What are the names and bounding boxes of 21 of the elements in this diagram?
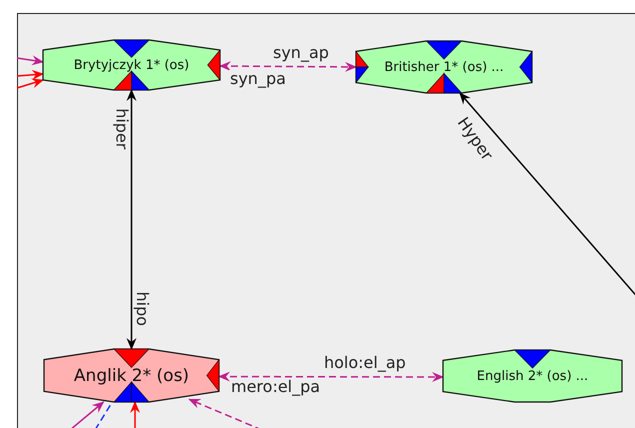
arrow — [130, 401, 140, 428]
node-label: Britisher 1* (os) ... — [384, 60, 504, 74]
hexagon-node — [356, 41, 532, 93]
hexagon-node — [443, 350, 622, 402]
arrow — [218, 372, 444, 382]
edge-label: holo:el_ap — [323, 354, 407, 372]
node-label: Anglik 2* (os) — [74, 366, 190, 386]
arrow — [126, 89, 136, 350]
edge-label: hiper — [112, 107, 130, 150]
node-label: English 2* (os) ... — [476, 368, 588, 384]
arrow — [219, 61, 357, 72]
hexagon-node — [44, 349, 219, 402]
end-label: syn_pa — [229, 70, 287, 88]
arrow — [16, 78, 44, 89]
hexagon-node — [43, 40, 220, 90]
arrow — [16, 55, 44, 66]
end-label: mero:el_pa — [230, 378, 322, 396]
arrow — [16, 70, 44, 80]
end-label: hipo — [133, 290, 152, 328]
arrow — [70, 401, 104, 428]
node-label: Brytyjczyk 1* (os) — [74, 58, 190, 72]
